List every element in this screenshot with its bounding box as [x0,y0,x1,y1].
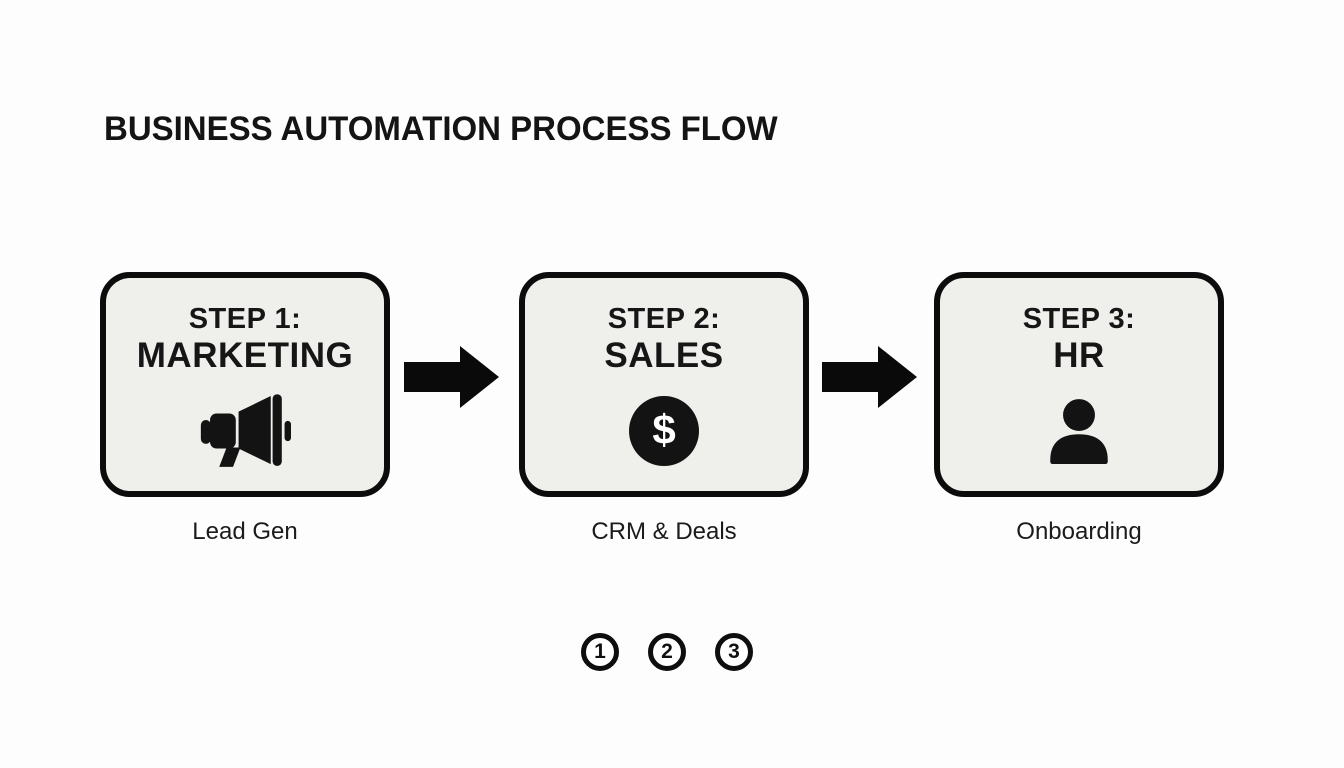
megaphone-icon [199,388,291,474]
step-name: HR [1053,336,1105,375]
page-title: BUSINESS AUTOMATION PROCESS FLOW [104,110,778,148]
step-box-hr: STEP 3: HR [934,272,1224,497]
person-icon [1047,388,1111,474]
step-box-sales: STEP 2: SALES $ [519,272,809,497]
step-name: SALES [604,336,724,375]
step-name: MARKETING [136,336,354,375]
dollar-symbol: $ [652,405,676,453]
step-heading: STEP 1: [188,303,302,335]
flow-arrow-2 [822,346,917,408]
step-number-badge-2: 2 [648,633,686,671]
step-number-badge-3: 3 [715,633,753,671]
step-caption-onboarding: Onboarding [1016,518,1142,545]
step-caption-crm-deals: CRM & Deals [591,518,737,545]
step-heading: STEP 3: [1022,303,1136,335]
step-number-badge-1: 1 [581,633,619,671]
step-caption-lead-gen: Lead Gen [192,518,298,545]
step-box-marketing: STEP 1: MARKETING [100,272,390,497]
dollar-circle-icon: $ [629,388,699,474]
step-heading: STEP 2: [607,303,721,335]
flow-arrow-1 [404,346,499,408]
